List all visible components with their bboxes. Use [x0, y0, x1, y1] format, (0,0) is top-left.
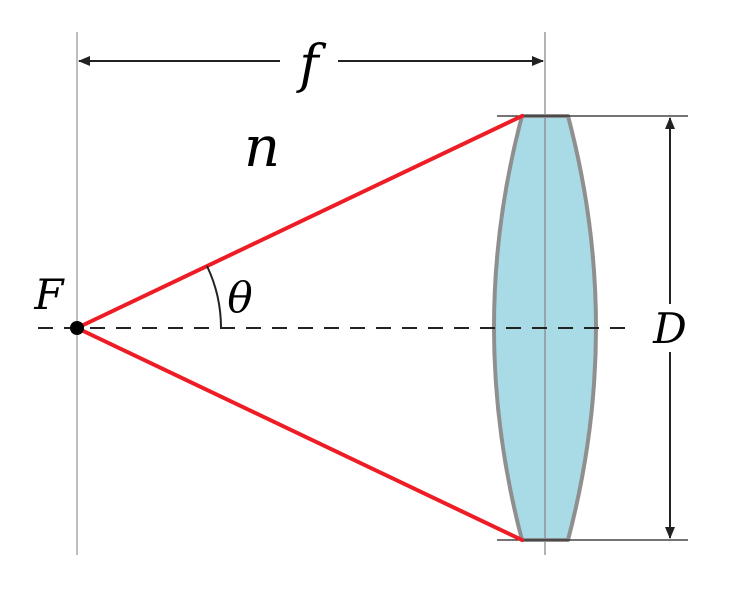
- focal-length-label: f: [295, 35, 326, 95]
- focal-point-dot: [70, 321, 84, 335]
- half-angle-arc: [206, 265, 223, 329]
- focal-point-label: F: [33, 270, 65, 319]
- refractive-index-label: n: [244, 115, 280, 180]
- aperture-diameter-label: D: [652, 304, 687, 353]
- lower-marginal-ray: [75, 326, 524, 542]
- upper-marginal-ray: [75, 114, 524, 330]
- half-angle-label: θ: [227, 273, 252, 322]
